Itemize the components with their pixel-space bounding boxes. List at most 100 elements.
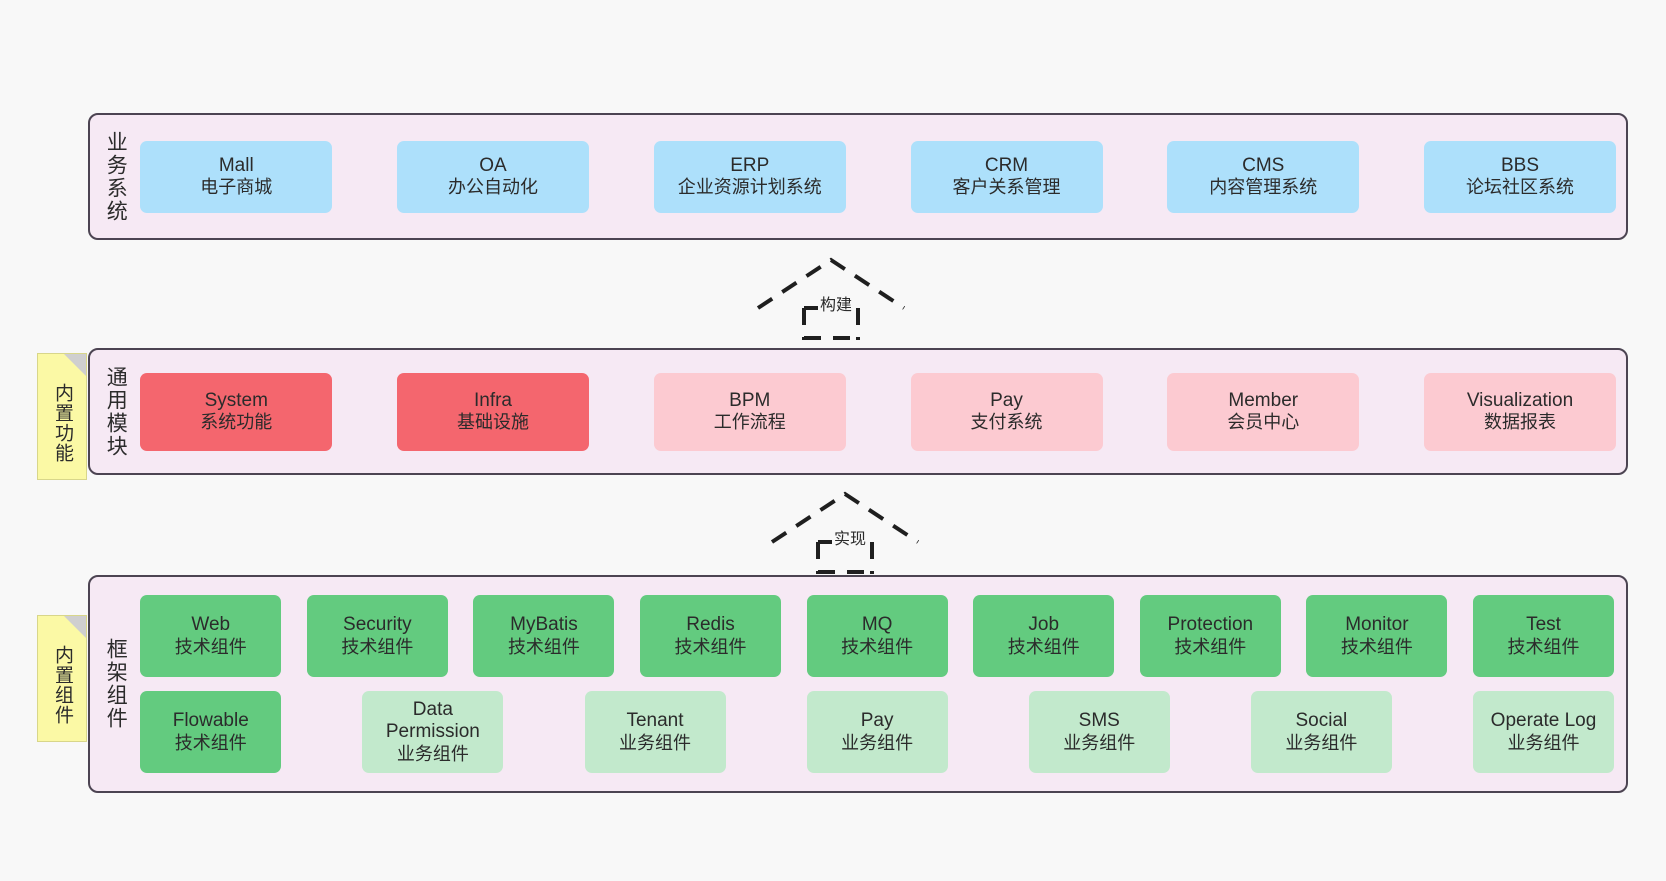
card-pay[interactable]: Pay 支付系统 (910, 372, 1103, 451)
connector-build-label: 构建 (818, 291, 855, 315)
card-title: Security (343, 614, 412, 636)
card-subtitle: 客户关系管理 (952, 177, 1061, 198)
card-member[interactable]: Member 会员中心 (1167, 372, 1360, 451)
card-sms[interactable]: SMS 业务组件 (1028, 691, 1170, 773)
framework-card-list: Web 技术组件 Security 技术组件 MyBatis 技术组件 Redi… (136, 577, 1626, 791)
card-title: Flowable (172, 710, 249, 732)
card-title: Visualization (1466, 389, 1574, 411)
card-bbs[interactable]: BBS 论坛社区系统 (1424, 140, 1616, 213)
card-title: MyBatis (510, 614, 578, 636)
card-subtitle: 企业资源计划系统 (677, 177, 822, 198)
card-title: CMS (1242, 154, 1285, 176)
note-builtin-component-label: 内置组件 (51, 644, 73, 725)
card-protection[interactable]: Protection 技术组件 (1139, 595, 1281, 677)
card-subtitle: 会员中心 (1227, 412, 1300, 433)
card-subtitle: 办公自动化 (448, 177, 538, 198)
card-subtitle: 业务组件 (1507, 732, 1580, 753)
card-subtitle: 数据报表 (1484, 412, 1556, 433)
card-title: Tenant (626, 710, 684, 732)
card-cms[interactable]: CMS 内容管理系统 (1167, 140, 1360, 213)
card-subtitle: 支付系统 (970, 412, 1043, 433)
connector-implement: 实现 (770, 491, 920, 574)
card-crm[interactable]: CRM 客户关系管理 (910, 140, 1103, 213)
card-mybatis[interactable]: MyBatis 技术组件 (473, 595, 615, 677)
card-subtitle: 电子商城 (200, 177, 273, 198)
connector-build: 构建 (756, 257, 906, 340)
card-data-permission[interactable]: Data Permission 业务组件 (362, 691, 504, 773)
card-subtitle: 系统功能 (200, 412, 273, 433)
layer-business-label: 业务系统 (104, 130, 128, 223)
card-title: CRM (984, 154, 1029, 176)
note-fold-icon (64, 616, 86, 638)
layer-common-modules: 通用模块 System 系统功能 Infra 基础设施 BPM 工作流程 Pay… (88, 348, 1628, 475)
card-mall[interactable]: Mall 电子商城 (140, 140, 333, 213)
card-subtitle: 业务组件 (1063, 732, 1136, 753)
card-monitor[interactable]: Monitor 技术组件 (1306, 595, 1448, 677)
card-subtitle: 技术组件 (674, 636, 747, 657)
card-tenant[interactable]: Tenant 业务组件 (584, 691, 726, 773)
note-builtin-function-label: 内置功能 (51, 382, 73, 463)
card-social[interactable]: Social 业务组件 (1250, 691, 1392, 773)
card-subtitle: 技术组件 (1007, 636, 1080, 657)
card-title: Pay (860, 710, 894, 732)
card-subtitle: 技术组件 (841, 636, 914, 657)
card-subtitle: 论坛社区系统 (1466, 177, 1574, 198)
card-title: Social (1295, 710, 1348, 732)
layer-framework-label: 框架组件 (104, 638, 128, 730)
card-title: Job (1028, 614, 1060, 636)
card-title: Web (191, 614, 231, 636)
card-title: Operate Log (1490, 710, 1597, 732)
card-title: Pay (990, 389, 1023, 411)
card-subtitle: 业务组件 (1285, 732, 1358, 753)
connector-implement-label: 实现 (832, 525, 869, 549)
card-title: BBS (1500, 154, 1540, 176)
card-title: MQ (861, 614, 893, 636)
card-bpm[interactable]: BPM 工作流程 (653, 372, 846, 451)
card-job[interactable]: Job 技术组件 (973, 595, 1115, 677)
note-builtin-component: 内置组件 (37, 615, 87, 742)
card-title: Member (1228, 389, 1299, 411)
card-subtitle: 技术组件 (1507, 636, 1580, 657)
card-web[interactable]: Web 技术组件 (140, 595, 282, 677)
business-card-list: Mall 电子商城 OA 办公自动化 ERP 企业资源计划系统 CRM 客户关系… (136, 115, 1626, 238)
card-mq[interactable]: MQ 技术组件 (806, 595, 948, 677)
card-subtitle: 技术组件 (507, 636, 580, 657)
card-redis[interactable]: Redis 技术组件 (640, 595, 782, 677)
card-subtitle: 技术组件 (1174, 636, 1247, 657)
note-fold-icon (64, 354, 86, 376)
card-infra[interactable]: Infra 基础设施 (397, 372, 589, 451)
card-subtitle: 业务组件 (396, 743, 469, 764)
card-system[interactable]: System 系统功能 (140, 372, 333, 451)
card-title: BPM (729, 389, 771, 411)
card-oa[interactable]: OA 办公自动化 (397, 140, 589, 213)
card-security[interactable]: Security 技术组件 (306, 595, 448, 677)
card-operate-log[interactable]: Operate Log 业务组件 (1473, 691, 1614, 773)
card-visualization[interactable]: Visualization 数据报表 (1424, 372, 1616, 451)
card-title: Monitor (1345, 614, 1409, 636)
card-title: Test (1526, 614, 1561, 636)
card-pay-biz[interactable]: Pay 业务组件 (806, 691, 948, 773)
card-title: Infra (473, 389, 513, 411)
card-subtitle: 技术组件 (341, 636, 414, 657)
card-title: Mall (218, 154, 254, 176)
card-title: SMS (1078, 710, 1120, 732)
card-subtitle: 基础设施 (457, 412, 529, 433)
card-subtitle: 内容管理系统 (1209, 177, 1318, 198)
card-subtitle: 技术组件 (174, 636, 247, 657)
card-test[interactable]: Test 技术组件 (1473, 595, 1614, 677)
note-builtin-function: 内置功能 (37, 353, 87, 480)
card-subtitle: 业务组件 (619, 732, 691, 753)
card-title: Protection (1167, 614, 1254, 636)
card-title: Redis (686, 614, 735, 636)
common-card-list: System 系统功能 Infra 基础设施 BPM 工作流程 Pay 支付系统… (136, 350, 1626, 473)
generalization-arrowhead (756, 257, 906, 310)
layer-framework-components: 框架组件 Web 技术组件 Security 技术组件 MyBatis 技术组件… (88, 575, 1628, 793)
layer-business-systems: 业务系统 Mall 电子商城 OA 办公自动化 ERP 企业资源计划系统 CRM… (88, 113, 1628, 240)
card-title: OA (479, 154, 507, 176)
card-subtitle: 工作流程 (713, 412, 786, 433)
card-flowable[interactable]: Flowable 技术组件 (140, 691, 282, 773)
card-erp[interactable]: ERP 企业资源计划系统 (653, 140, 846, 213)
card-title: System (204, 389, 268, 411)
card-title: ERP (730, 154, 770, 176)
